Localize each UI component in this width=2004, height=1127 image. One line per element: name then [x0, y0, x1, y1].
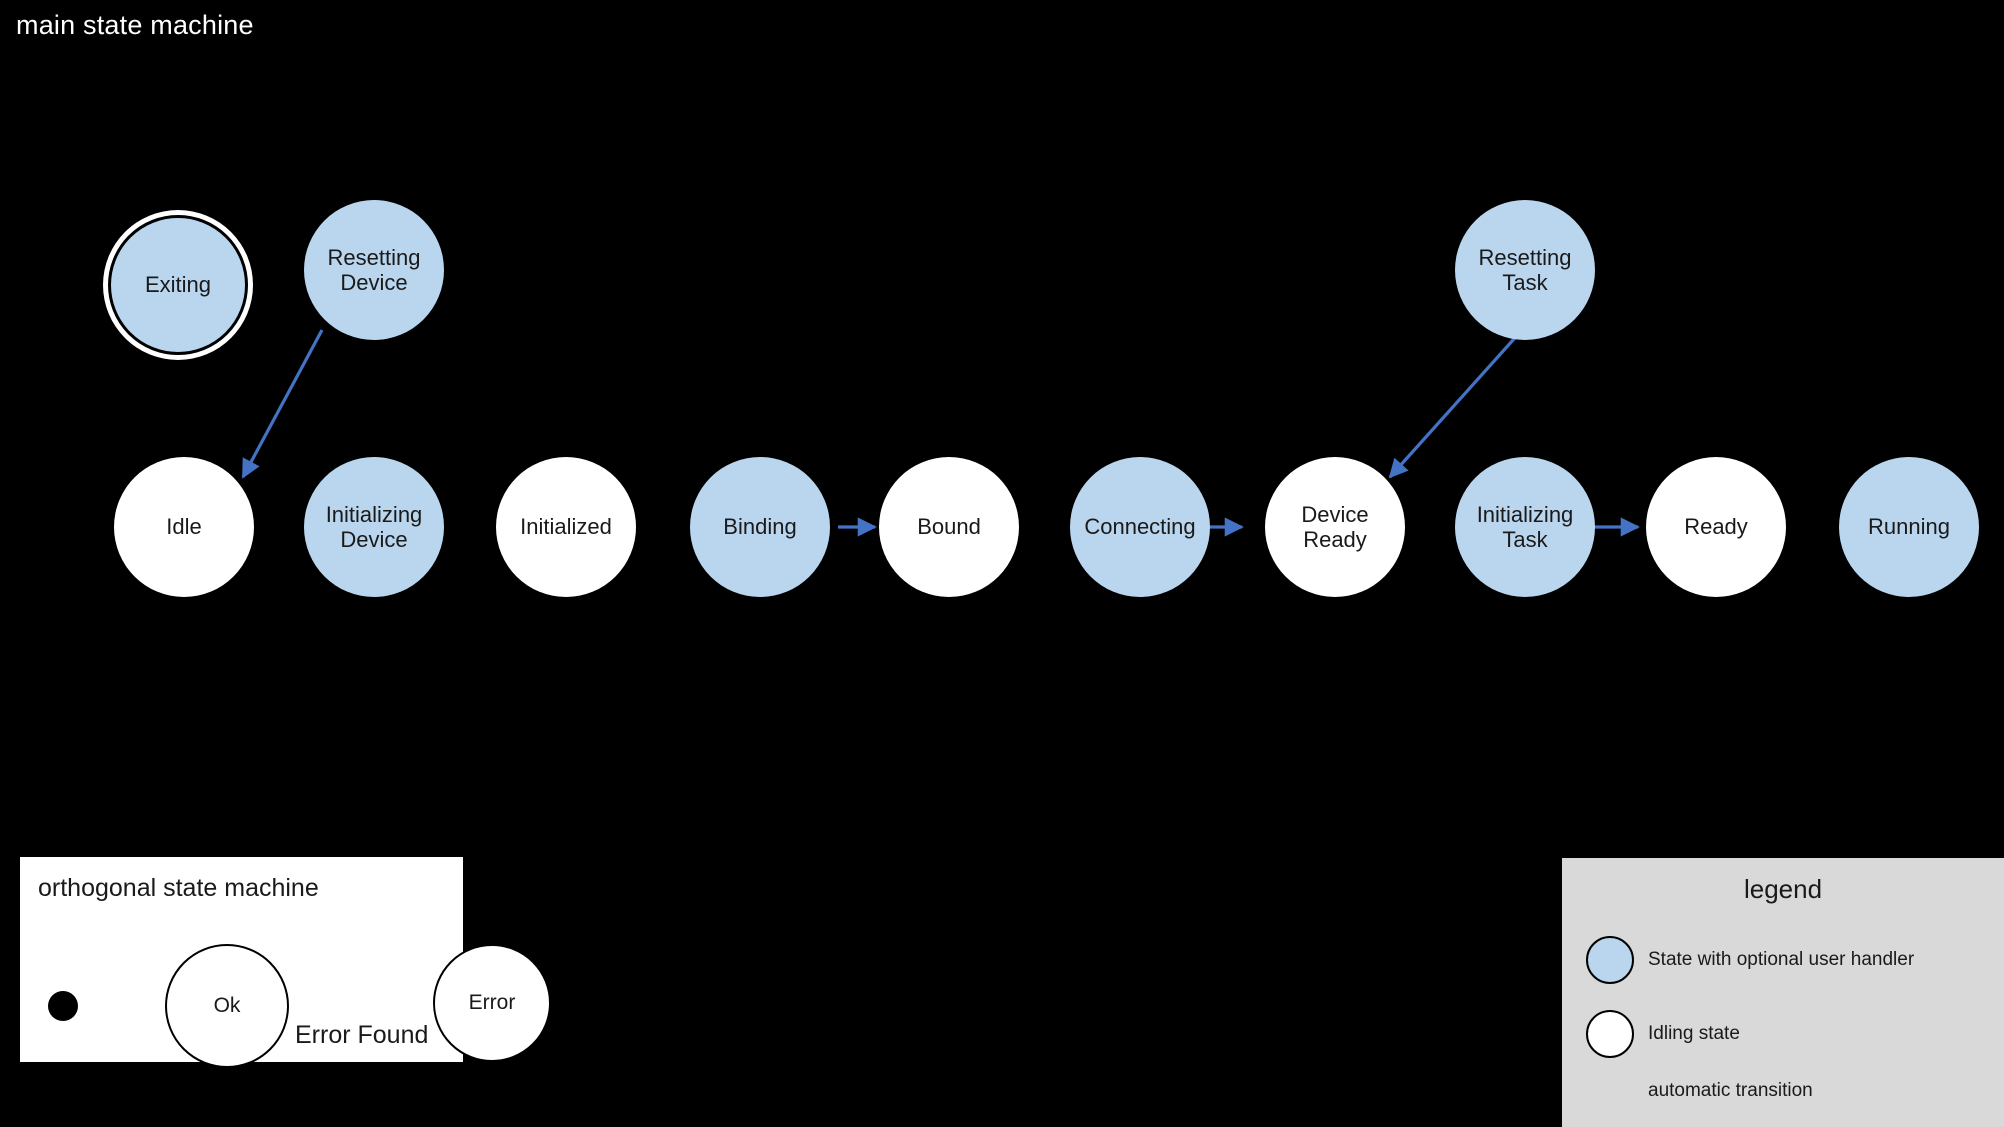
state-label-initializing-device: Initializing Device — [325, 501, 423, 552]
orthogonal-panel-title: orthogonal state machine — [38, 874, 319, 902]
state-node-initializing-task[interactable]: Initializing Task — [1455, 457, 1595, 597]
state-node-binding[interactable]: Binding — [690, 457, 830, 597]
state-node-running[interactable]: Running — [1839, 457, 1979, 597]
orthogonal-state-node-error[interactable]: Error — [433, 944, 551, 1062]
state-node-connecting[interactable]: Connecting — [1070, 457, 1210, 597]
state-label-device-ready: Device Ready — [1301, 501, 1369, 552]
state-node-bound[interactable]: Bound — [879, 457, 1019, 597]
legend-item-idling-state: Idling state — [1586, 1010, 1740, 1058]
state-node-initializing-device[interactable]: Initializing Device — [304, 457, 444, 597]
legend-label-automatic-transition: automatic transition — [1648, 1080, 1813, 1101]
legend-item-automatic-transition: automatic transition — [1586, 1080, 1813, 1102]
handler-state-swatch-icon — [1586, 936, 1634, 984]
state-node-resetting-device[interactable]: Resetting Device — [304, 200, 444, 340]
orthogonal-state-node-ok[interactable]: Ok — [165, 944, 289, 1068]
state-label-initializing-task: Initializing Task — [1476, 501, 1574, 552]
orthogonal-state-label-ok: Ok — [213, 994, 241, 1017]
idling-state-swatch-icon — [1586, 1010, 1634, 1058]
state-label-ready: Ready — [1684, 514, 1748, 540]
state-label-initialized: Initialized — [520, 514, 612, 540]
page-title: main state machine — [16, 10, 254, 40]
state-node-device-ready[interactable]: Device Ready — [1265, 457, 1405, 597]
legend-title: legend — [1743, 874, 1823, 904]
transition-resetting-task-to-device-ready — [1388, 328, 1524, 479]
legend-item-handler-state: State with optional user handler — [1586, 936, 1914, 984]
final-state-ring: Exiting — [108, 215, 248, 355]
state-node-resetting-task[interactable]: Resetting Task — [1455, 200, 1595, 340]
state-label-resetting-device: Resetting Device — [327, 244, 421, 295]
legend-panel: legend State with optional user handler … — [1562, 858, 2004, 1127]
state-label-binding: Binding — [723, 514, 797, 540]
state-node-idle[interactable]: Idle — [114, 457, 254, 597]
state-node-exiting[interactable]: Exiting — [103, 210, 253, 360]
state-label-resetting-task: Resetting Task — [1478, 244, 1572, 295]
state-node-ready[interactable]: Ready — [1646, 457, 1786, 597]
state-label-running: Running — [1868, 514, 1950, 540]
state-node-initialized[interactable]: Initialized — [496, 457, 636, 597]
orthogonal-state-label-error: Error — [468, 991, 516, 1014]
state-label-exiting: Exiting — [144, 272, 212, 298]
orthogonal-initial-state-dot[interactable] — [48, 991, 78, 1021]
orthogonal-transition-label-error-found: Error Found — [295, 1021, 429, 1049]
automatic-transition-arrow-icon — [1586, 1081, 1634, 1101]
state-label-bound: Bound — [917, 514, 981, 540]
legend-label-idling-state: Idling state — [1648, 1023, 1740, 1044]
state-label-idle: Idle — [166, 514, 202, 540]
state-label-connecting: Connecting — [1084, 514, 1196, 540]
legend-label-handler-state: State with optional user handler — [1648, 949, 1915, 970]
transition-resetting-device-to-idle — [241, 329, 324, 479]
